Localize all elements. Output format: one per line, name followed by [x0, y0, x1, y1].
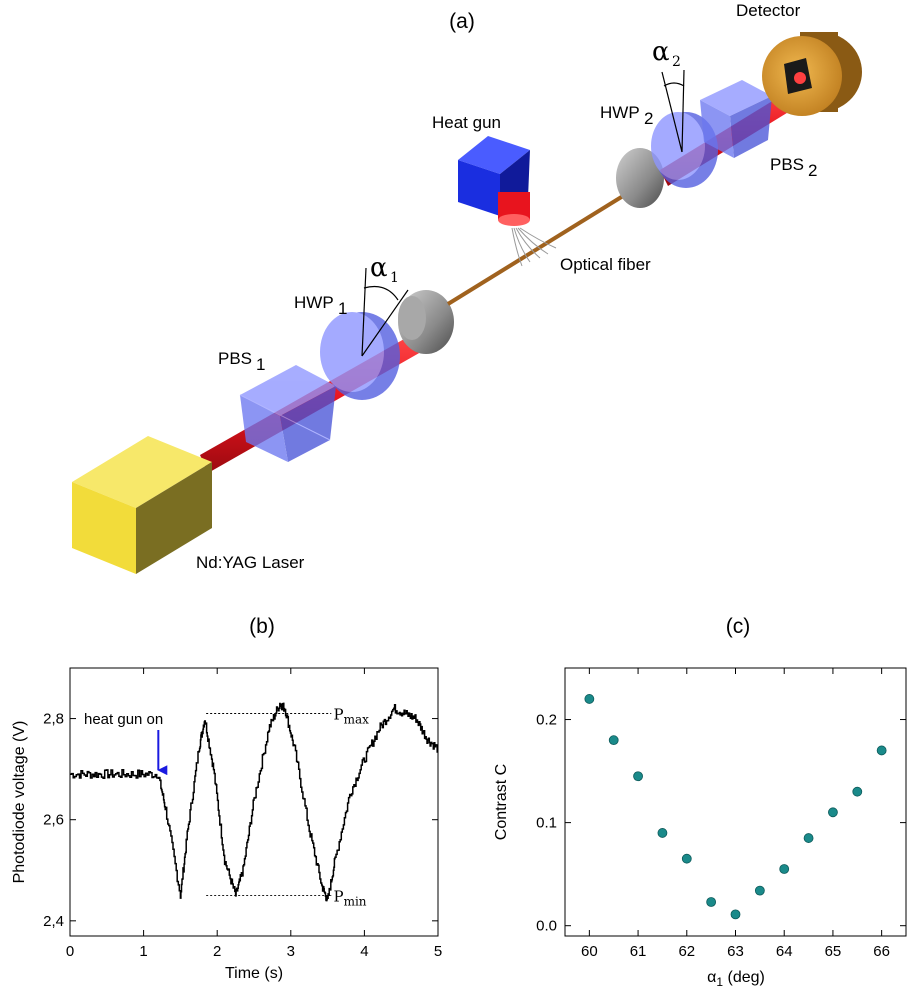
contrast-point: [876, 745, 887, 756]
plot-b-xlabel: Time (s): [225, 965, 283, 982]
y-tick-label: 2,4: [43, 913, 64, 930]
label-alpha2-sub: 2: [672, 54, 681, 70]
contrast-points: [584, 694, 887, 920]
x-tick-label: 0: [66, 943, 74, 960]
label-laser: Nd:YAG Laser: [196, 553, 305, 572]
label-alpha1: α: [370, 253, 388, 283]
fiber-lens-1: [398, 290, 454, 354]
nd-yag-laser: [72, 436, 212, 574]
label-hwp2: HWP: [600, 103, 640, 122]
label-heat-gun: Heat gun: [432, 113, 501, 132]
pmin-label: Pmin: [333, 888, 366, 909]
pmax-label: Pmax: [333, 706, 369, 727]
heat-waves: [511, 227, 557, 267]
plot-c-ticks: 60 61 62 63 64 65 66 0.0 0.1 0.2: [536, 668, 906, 960]
x-tick-label: 62: [678, 943, 695, 960]
y-tick-label: 0.0: [536, 918, 557, 935]
y-tick-label: 2,6: [43, 812, 64, 829]
alpha1-angle-marker: [361, 267, 409, 357]
panel-b-chart: (b) 0 1 2 3 4 5 2,4 2,6 2,8 heat gun on Pmax Pmi…: [11, 615, 442, 982]
x-tick-label: 63: [727, 943, 744, 960]
voltage-trace: [70, 702, 438, 902]
panel-c-tag: (c): [726, 615, 751, 638]
contrast-point: [633, 771, 643, 782]
label-detector: Detector: [736, 1, 801, 20]
plot-c-frame: [564, 667, 907, 937]
optical-fiber: [446, 186, 638, 306]
x-tick-label: 2: [213, 943, 221, 960]
label-pbs1: PBS: [218, 349, 252, 368]
panel-c-chart: (c) 60 61 62 63 64 65 66 0.0 0.1 0.2 α1 (deg) Con…: [493, 615, 907, 989]
contrast-point: [681, 853, 692, 864]
label-hwp1-sub: 1: [338, 299, 347, 318]
x-tick-label: 3: [287, 943, 295, 960]
x-tick-label: 66: [873, 943, 890, 960]
plot-b-ylabel: Photodiode voltage (V): [11, 721, 28, 884]
plot-b-frame: [69, 667, 439, 937]
plot-c-ylabel: Contrast C: [493, 764, 510, 840]
contrast-point: [608, 735, 619, 746]
label-pbs1-sub: 1: [256, 355, 265, 374]
label-alpha2: α: [652, 37, 670, 67]
contrast-point: [852, 786, 863, 797]
y-tick-label: 2,8: [43, 711, 64, 728]
label-hwp2-sub: 2: [644, 109, 653, 128]
x-tick-label: 64: [776, 943, 793, 960]
x-tick-label: 65: [825, 943, 842, 960]
contrast-point: [754, 885, 765, 896]
label-hwp1: HWP: [294, 293, 334, 312]
plot-b-ticks: 0 1 2 3 4 5 2,4 2,6 2,8: [43, 668, 442, 960]
label-alpha1-sub: 1: [390, 270, 399, 286]
contrast-point: [803, 833, 814, 843]
contrast-point: [584, 694, 595, 704]
contrast-point: [828, 807, 838, 818]
x-tick-label: 61: [630, 943, 647, 960]
panel-a-tag: (a): [449, 10, 475, 33]
alpha2-angle-marker: [661, 69, 685, 153]
pmax-pmin-guides: [206, 713, 332, 896]
contrast-point: [657, 828, 668, 838]
x-tick-label: 60: [581, 943, 598, 960]
detector: [762, 32, 862, 116]
y-tick-label: 0.2: [536, 712, 557, 729]
label-pbs2-sub: 2: [808, 161, 817, 180]
fiber-lens-2: [616, 148, 664, 208]
heat-gun-on-annotation: heat gun on: [84, 711, 163, 728]
pbs1-cube: [239, 365, 336, 462]
heat-gun: [458, 136, 530, 226]
y-tick-label: 0.1: [536, 815, 557, 832]
plot-c-xlabel: α1 (deg): [707, 969, 765, 989]
hwp2-plate: [651, 112, 718, 188]
pbs2-cube: [700, 80, 772, 158]
panel-a-setup: (a): [72, 1, 862, 574]
x-tick-label: 4: [360, 943, 368, 960]
label-optical-fiber: Optical fiber: [560, 255, 651, 274]
contrast-point: [779, 864, 790, 874]
contrast-point: [730, 909, 741, 920]
x-tick-label: 5: [434, 943, 442, 960]
label-pbs2: PBS: [770, 155, 804, 174]
x-tick-label: 1: [139, 943, 147, 960]
panel-b-tag: (b): [249, 615, 275, 638]
contrast-point: [706, 897, 717, 907]
